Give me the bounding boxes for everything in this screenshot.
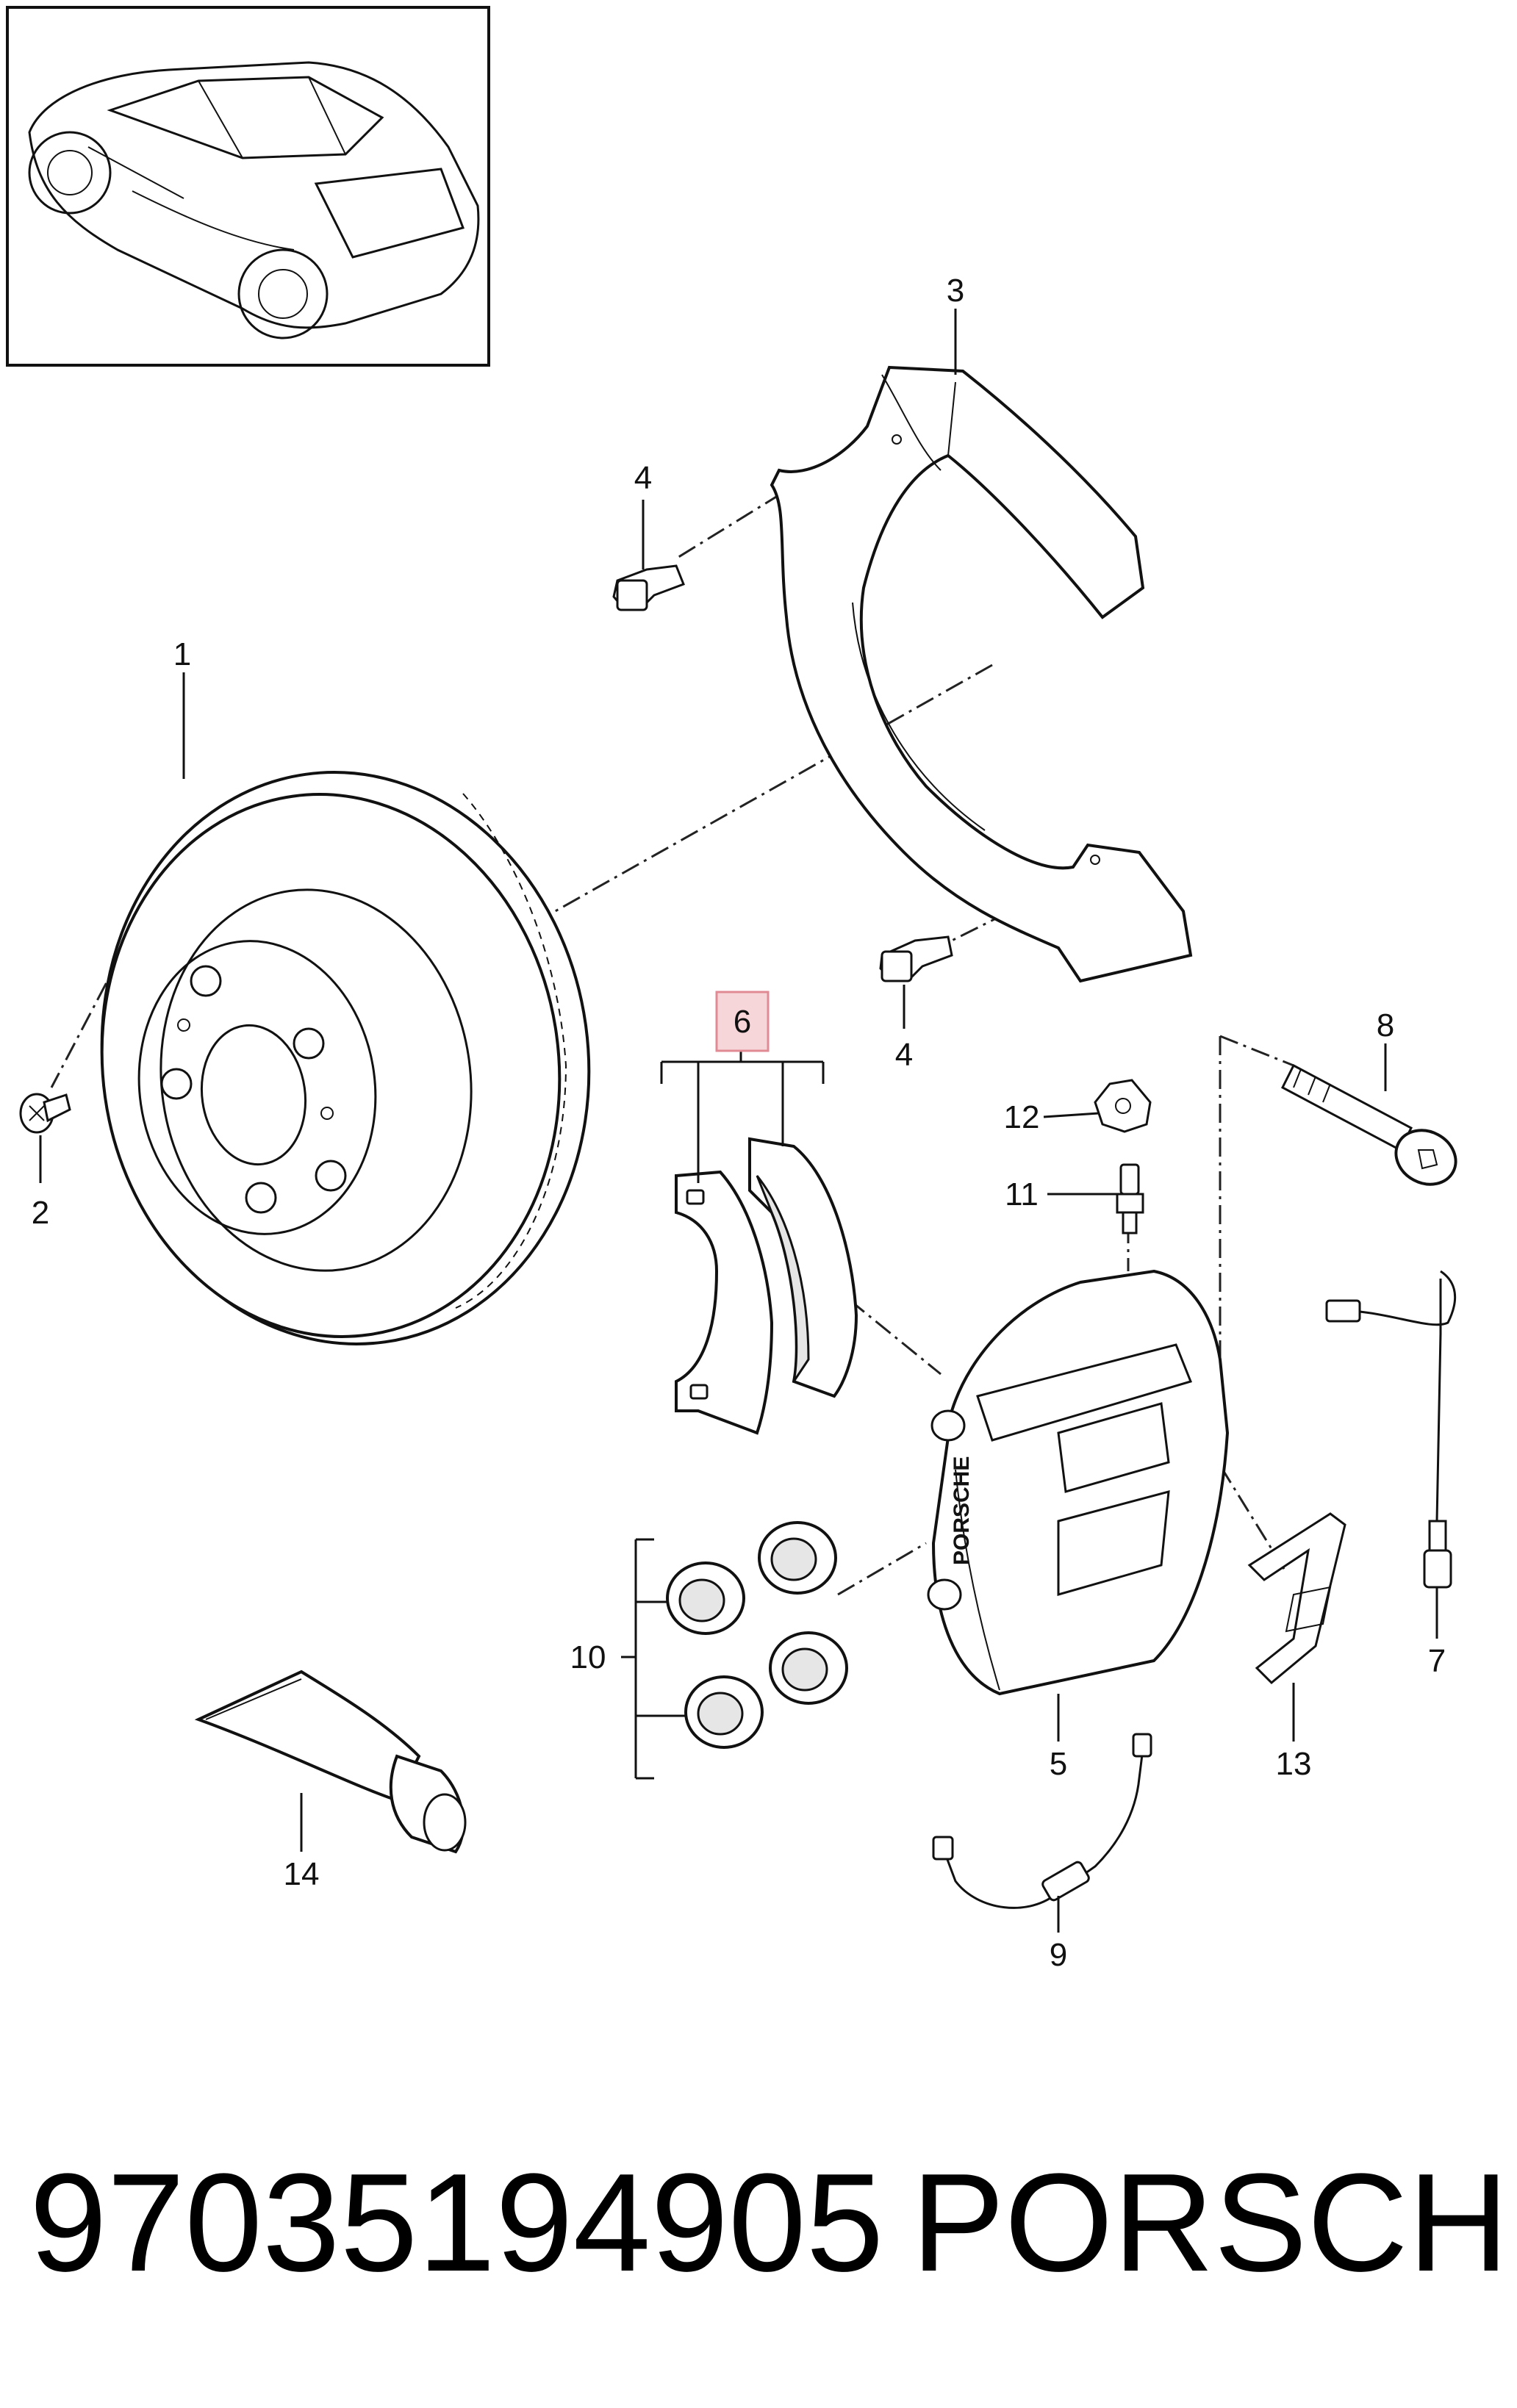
callout-10: 10	[570, 1639, 606, 1675]
caliper-logo: PORSCHE	[950, 1456, 974, 1565]
brake-hose	[932, 1733, 1152, 1909]
callout-2: 2	[32, 1195, 49, 1231]
wear-sensor	[1325, 1270, 1456, 1589]
shield-bolt-upper	[612, 564, 685, 611]
vehicle-thumbnail	[6, 6, 490, 367]
brake-caliper: PORSCHE	[927, 1269, 1230, 1696]
brand-name: PORSCHE	[911, 2145, 1517, 2301]
dust-shield	[770, 365, 1193, 983]
callout-9: 9	[1050, 1937, 1067, 1973]
callout-1: 1	[173, 636, 191, 672]
callout-7: 7	[1428, 1643, 1446, 1679]
callout-12: 12	[1004, 1099, 1040, 1135]
callout-labels: 1 2 3 4 4 5 6 7 8 9 10 11 12 13 14	[32, 273, 1446, 1973]
brake-disc	[100, 771, 591, 1345]
seal-set-bracket	[621, 1538, 687, 1780]
assembly-paste-tube	[194, 1670, 467, 1854]
piston-seal-set	[666, 1521, 848, 1749]
bleeder-cap	[1094, 1079, 1152, 1133]
callout-14: 14	[284, 1856, 320, 1892]
part-number: 97035194905	[29, 2145, 883, 2301]
callout-11: 11	[1005, 1176, 1039, 1212]
callout-13: 13	[1276, 1746, 1312, 1782]
disc-screw	[19, 1093, 71, 1134]
spring-clip	[1247, 1512, 1346, 1685]
callout-6-highlight	[715, 991, 770, 1052]
callout-4-lower: 4	[895, 1037, 913, 1073]
bleeder-valve	[1116, 1163, 1144, 1234]
callout-5: 5	[1050, 1746, 1067, 1782]
callout-3: 3	[947, 273, 964, 309]
shield-bolt-lower	[879, 935, 953, 982]
caliper-bolt	[1281, 1063, 1457, 1186]
brake-pad-set	[675, 1137, 858, 1435]
leader-lines	[39, 309, 1438, 1933]
callout-8: 8	[1377, 1007, 1394, 1043]
callout-4-upper: 4	[634, 460, 652, 496]
callout-6: 6	[734, 1004, 751, 1040]
